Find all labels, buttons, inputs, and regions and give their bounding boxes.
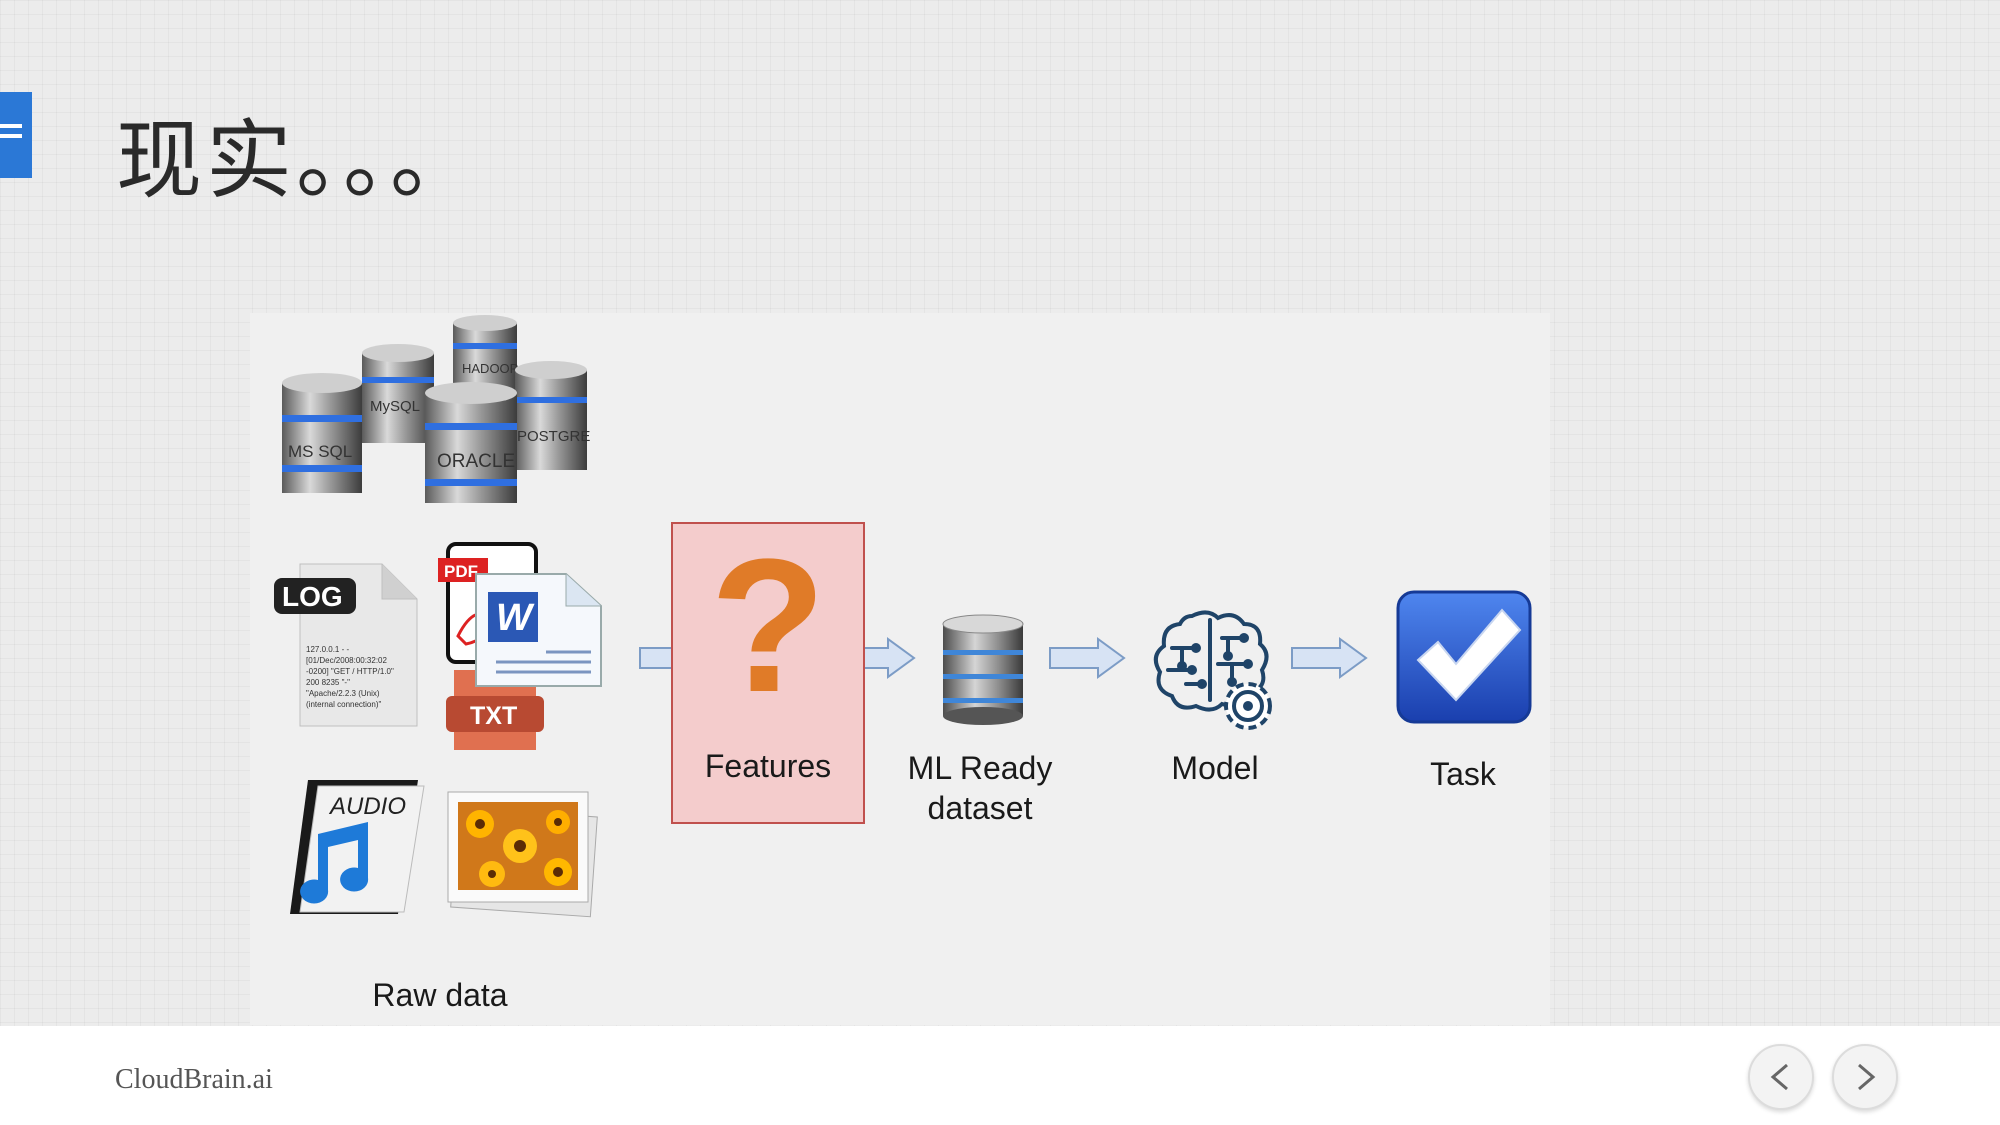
databases-icon: HADOOP MySQL POSTGRE MS SQL ORACLE bbox=[282, 315, 590, 503]
checkmark-icon bbox=[1416, 608, 1522, 702]
log-text-line: -0200] "GET / HTTP/1.0" bbox=[306, 667, 394, 676]
photo-icon bbox=[447, 791, 598, 918]
db-postgre: POSTGRE bbox=[515, 361, 590, 470]
log-text-line: 127.0.0.1 - - bbox=[306, 645, 349, 654]
db-label: POSTGRE bbox=[517, 428, 590, 445]
log-text-line: 200 8235 "-" bbox=[306, 678, 350, 687]
db-ms-sql: MS SQL bbox=[282, 373, 362, 493]
arrow-right-icon bbox=[1291, 637, 1368, 679]
brain-gear-icon bbox=[1153, 610, 1272, 730]
word-letter: W bbox=[496, 597, 535, 639]
arrow-right-icon bbox=[1049, 637, 1126, 679]
db-mysql: MySQL bbox=[362, 344, 434, 443]
question-mark-icon: ? bbox=[709, 520, 827, 732]
log-text-line: "Apache/2.2.3 (Unix) bbox=[306, 689, 380, 698]
ml-ready-label: ML Ready dataset bbox=[890, 748, 1070, 828]
task-label: Task bbox=[1430, 756, 1496, 792]
task-check-icon bbox=[1396, 590, 1532, 724]
db-label: HADOOP bbox=[462, 361, 518, 376]
log-badge: LOG bbox=[282, 581, 343, 612]
music-note-icon bbox=[300, 822, 369, 904]
documents-icon: TXT PDF W bbox=[438, 542, 602, 750]
db-label: MS SQL bbox=[288, 442, 352, 461]
slide-title: 现实。。。 bbox=[116, 111, 480, 211]
txt-badge: TXT bbox=[470, 702, 517, 730]
pdf-badge: PDF bbox=[444, 562, 478, 581]
audio-badge: AUDIO bbox=[328, 793, 406, 820]
db-label: ORACLE bbox=[437, 451, 515, 472]
audio-file-icon: AUDIO bbox=[290, 780, 425, 914]
footer-bar bbox=[0, 1026, 2000, 1125]
log-text-line: [01/Dec/2008:00:32:02 bbox=[306, 656, 388, 665]
dataset-database-icon bbox=[942, 614, 1024, 725]
menu-icon[interactable] bbox=[0, 124, 22, 128]
log-text-line: (internal connection)" bbox=[306, 700, 381, 709]
db-oracle: ORACLE bbox=[425, 382, 517, 503]
features-label: Features bbox=[704, 748, 832, 784]
slide-accent-bar[interactable] bbox=[0, 92, 32, 178]
prev-slide-button[interactable] bbox=[1748, 1044, 1814, 1110]
model-label: Model bbox=[1171, 750, 1259, 786]
db-label: MySQL bbox=[370, 398, 420, 415]
chevron-left-icon bbox=[1770, 1063, 1788, 1091]
log-file-icon: LOG 127.0.0.1 - - [01/Dec/2008:00:32:02 … bbox=[274, 563, 418, 727]
ml-ready-label-line2: dataset bbox=[927, 790, 1033, 826]
raw-data-label: Raw data bbox=[372, 977, 508, 1013]
next-slide-button[interactable] bbox=[1832, 1044, 1898, 1110]
ml-ready-label-line1: ML Ready bbox=[907, 750, 1053, 786]
features-box: ? Features bbox=[671, 520, 865, 824]
chevron-right-icon bbox=[1858, 1063, 1876, 1091]
gear-icon bbox=[1224, 682, 1272, 730]
footer-brand: CloudBrain.ai bbox=[115, 1064, 273, 1095]
